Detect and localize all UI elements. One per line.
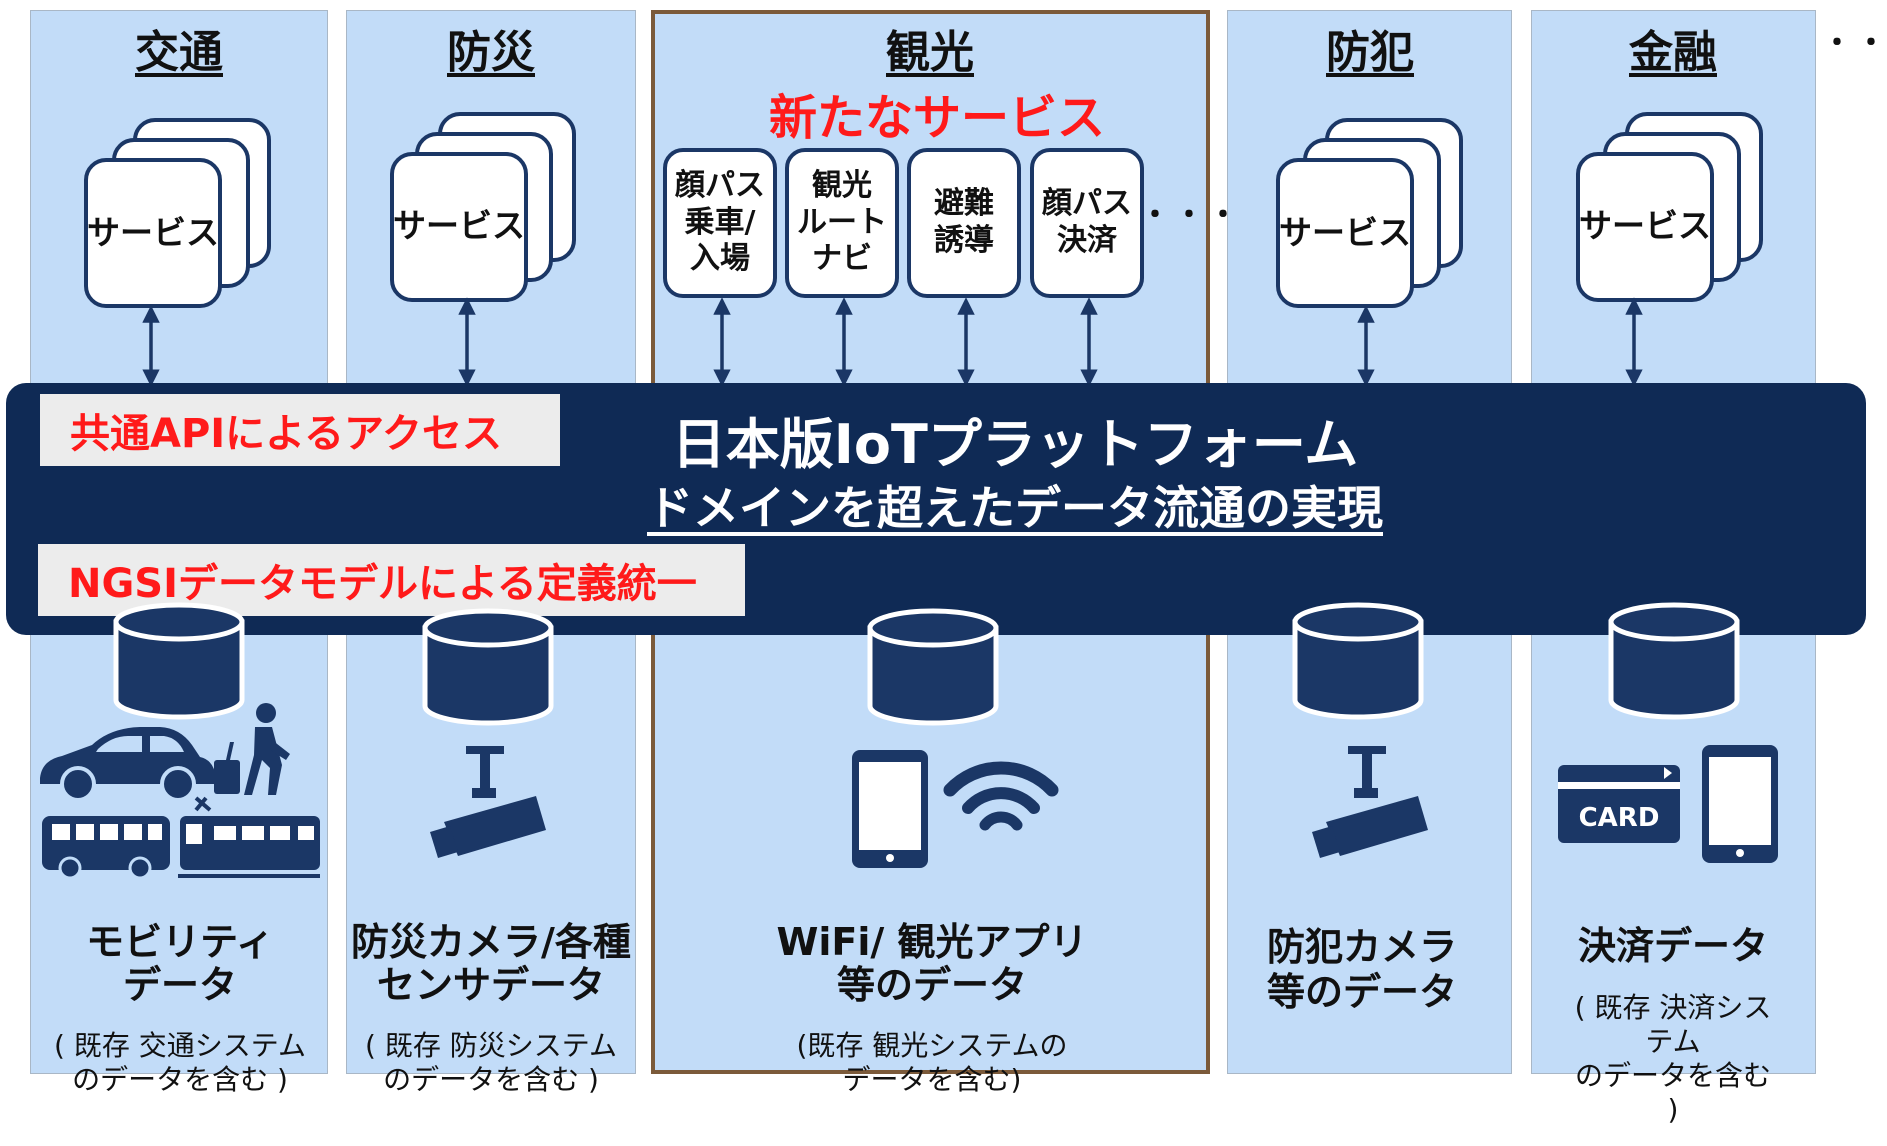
platform-title: 日本版IoTプラットフォーム [671, 413, 1359, 476]
smartphone-icon [852, 750, 928, 868]
wifi-icon [943, 761, 1059, 831]
data-source-note: (既存 観光システムの データを含む) [796, 1029, 1068, 1097]
data-source-disaster: 防災カメラ/各種 センサデータ ( 既存 防災システム のデータを含む ) [351, 902, 631, 1116]
tourism-service-face-pass-payment: 顔パス 決済 [1030, 148, 1144, 298]
tourism-service-evacuation-guide: 避難 誘導 [907, 148, 1021, 298]
service-label: サービス [1579, 206, 1711, 245]
database-icon [1608, 602, 1740, 720]
data-source-tourism: WiFi/ 観光アプリ 等のデータ (既存 観光システムの データを含む) [776, 902, 1087, 1116]
database-icon [867, 608, 999, 726]
security-camera-icon [1312, 746, 1428, 858]
domain-title-crime: 防犯 [1326, 27, 1414, 78]
service-label: サービス [393, 206, 525, 245]
source-icons: CARD [40, 703, 1778, 880]
more-domains-marker: ・・・ [1822, 26, 1887, 61]
domain-title-finance: 金融 [1629, 27, 1717, 78]
tourism-service-face-pass-boarding: 顔パス 乗車/ 入場 [663, 148, 777, 298]
domain-title-traffic: 交通 [135, 27, 223, 78]
domain-title-tourism: 観光 [886, 27, 974, 78]
database-icon [1292, 602, 1424, 720]
data-source-note: ( 既存 決済システム のデータを含む ) [1574, 990, 1772, 1127]
data-source-mobility: モビリティ データ ( 既存 交通システム のデータを含む ) [54, 902, 306, 1116]
data-source-crime: 防犯カメラ 等のデータ [1267, 906, 1457, 1057]
api-access-tag: 共通APIによるアクセス [40, 394, 560, 466]
bus-icon [42, 816, 170, 880]
data-source-name: 防犯カメラ 等のデータ [1266, 925, 1458, 1014]
domain-title-disaster: 防災 [447, 27, 535, 78]
more-services-marker: ・・・ [1140, 198, 1242, 233]
credit-card-icon: CARD [1558, 765, 1680, 843]
security-camera-icon [430, 746, 546, 858]
tourism-service-route-navi: 観光 ルート ナビ [785, 148, 899, 298]
database-icons [113, 602, 1740, 726]
database-icon [422, 608, 554, 726]
data-source-note: ( 既存 交通システム のデータを含む ) [54, 1029, 306, 1097]
service-label: サービス [1279, 213, 1411, 252]
platform-subtitle: ドメインを超えたデータ流通の実現 [647, 481, 1383, 535]
data-source-name: 防災カメラ/各種 センサデータ [351, 920, 631, 1007]
car-icon [40, 727, 216, 802]
train-icon [178, 796, 320, 878]
service-label: サービス [87, 213, 219, 252]
new-services-label: 新たなサービス [768, 90, 1106, 146]
data-source-note: ( 既存 防災システム のデータを含む ) [365, 1029, 617, 1097]
connector-arrows [142, 297, 1643, 387]
data-source-name: WiFi/ 観光アプリ 等のデータ [776, 920, 1088, 1007]
credit-card-label: CARD [1579, 803, 1660, 833]
ngsi-model-tag: NGSIデータモデルによる定義統一 [38, 544, 745, 616]
pedestrian-luggage-icon [214, 703, 290, 795]
data-source-name: モビリティ データ [86, 920, 274, 1007]
database-icon [113, 602, 245, 720]
data-source-name: 決済データ [1577, 924, 1768, 968]
data-source-finance: 決済データ ( 既存 決済システム のデータを含む ) [1566, 906, 1780, 1146]
smartphone-icon [1702, 745, 1778, 863]
